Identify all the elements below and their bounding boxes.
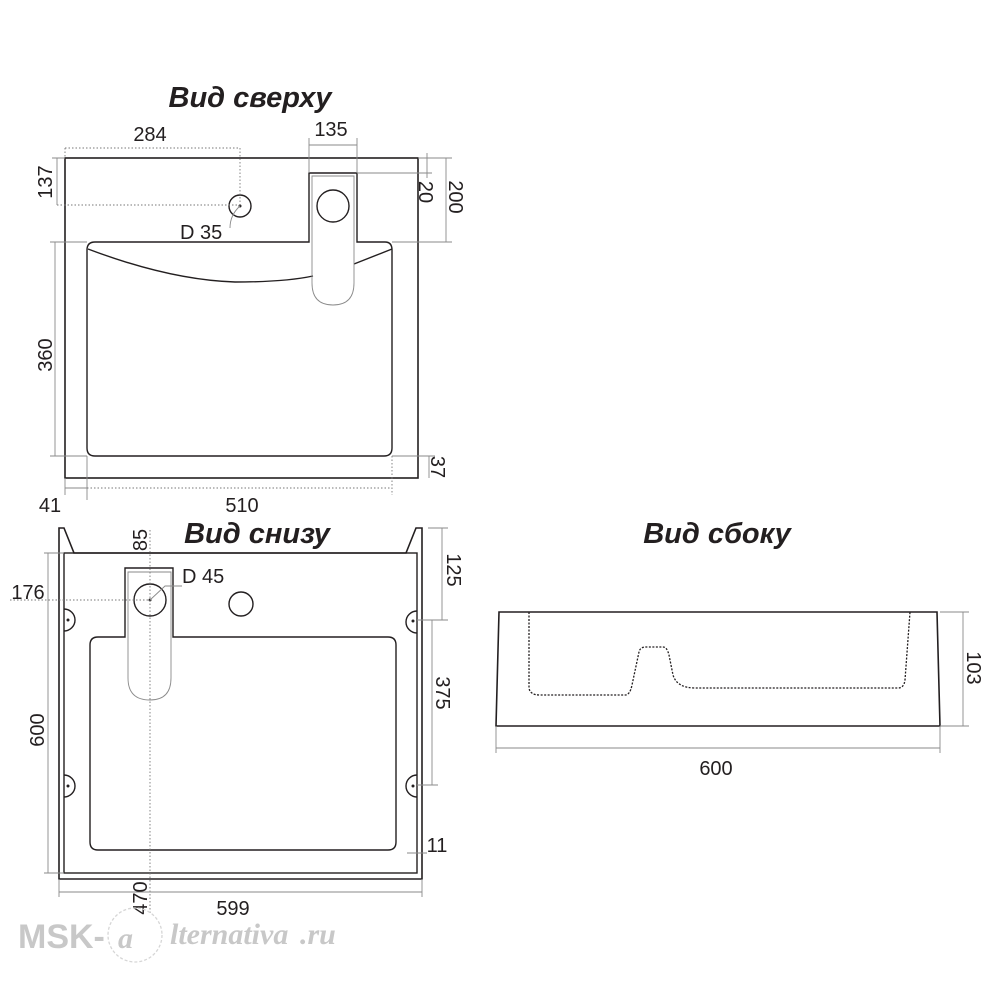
dim-85: 85 xyxy=(130,529,152,551)
dim-510: 510 xyxy=(225,495,258,517)
mount-bracket-icon xyxy=(63,608,76,632)
dim-125-lines xyxy=(417,527,448,621)
dim-103: 103 xyxy=(962,651,984,684)
dim-37: 37 xyxy=(426,456,448,478)
bottom-inner-outline xyxy=(63,552,418,874)
dim-470: 470 xyxy=(130,881,152,914)
dim-599: 599 xyxy=(216,898,249,920)
bottom-faucet-outline xyxy=(127,571,172,701)
mount-bracket-icon xyxy=(405,610,418,634)
dim-510-lines xyxy=(87,456,393,495)
svg-text:.ru: .ru xyxy=(300,918,336,951)
dim-360: 360 xyxy=(35,338,57,371)
dim-375: 375 xyxy=(431,676,453,709)
svg-text:lternativa: lternativa xyxy=(170,918,288,951)
top-basin xyxy=(86,172,393,457)
dim-41-lines xyxy=(64,456,88,500)
dim-125: 125 xyxy=(442,553,464,586)
top-view: D 35 284 135 137 20 200 360 37 41 510 xyxy=(35,119,466,517)
dim-135: 135 xyxy=(314,119,347,141)
dim-284: 284 xyxy=(133,124,166,146)
dim-103-lines xyxy=(940,611,969,727)
dim-137: 137 xyxy=(35,165,57,198)
dim-135-lines xyxy=(308,138,358,173)
dim-176: 176 xyxy=(11,582,44,604)
dim-600-lines xyxy=(44,552,64,874)
watermark-logo: MSK- a lternativa .ru xyxy=(18,907,336,963)
dim-37-lines xyxy=(392,455,435,478)
mount-bracket-icon xyxy=(63,774,76,798)
dim-599-lines xyxy=(58,879,423,897)
dim-20: 20 xyxy=(414,181,436,203)
top-faucet-outline xyxy=(311,175,355,306)
dim-41: 41 xyxy=(39,495,61,517)
top-basin-curve xyxy=(87,248,314,283)
dim-600-side-lines xyxy=(495,726,941,753)
dim-600-bottom: 600 xyxy=(27,713,49,746)
title-bottom-view: Вид снизу xyxy=(184,518,332,550)
d35-label: D 35 xyxy=(180,222,222,244)
dim-600-side: 600 xyxy=(699,758,732,780)
d45-label: D 45 xyxy=(182,566,224,588)
dim-284-lines xyxy=(57,147,241,206)
dim-11: 11 xyxy=(427,835,448,857)
bottom-view: D 45 85 176 600 125 375 11 599 470 xyxy=(10,527,464,920)
dim-137-lines xyxy=(52,157,65,205)
title-side-view: Вид сбоку xyxy=(643,518,792,550)
dim-360-lines xyxy=(50,241,87,457)
top-basin-curve-right xyxy=(353,248,393,265)
side-outline xyxy=(495,611,941,727)
d45-leader xyxy=(149,585,182,601)
d35-leader xyxy=(229,205,241,229)
bottom-overflow-hole xyxy=(228,591,254,617)
side-view: 103 600 xyxy=(495,611,984,780)
dim-375-lines xyxy=(417,620,438,786)
mount-bracket-icon xyxy=(405,774,418,798)
top-outline xyxy=(64,157,419,479)
dim-200-lines xyxy=(392,158,452,243)
bottom-outline xyxy=(58,527,423,880)
bottom-basin xyxy=(89,567,397,851)
bottom-centerlines xyxy=(10,530,151,915)
side-hidden-basin xyxy=(528,611,911,696)
top-faucet-hole xyxy=(316,189,350,223)
title-top-view: Вид сверху xyxy=(169,82,334,114)
svg-text:MSK-: MSK- xyxy=(18,918,105,956)
svg-text:a: a xyxy=(118,922,133,955)
dim-200: 200 xyxy=(444,180,466,213)
